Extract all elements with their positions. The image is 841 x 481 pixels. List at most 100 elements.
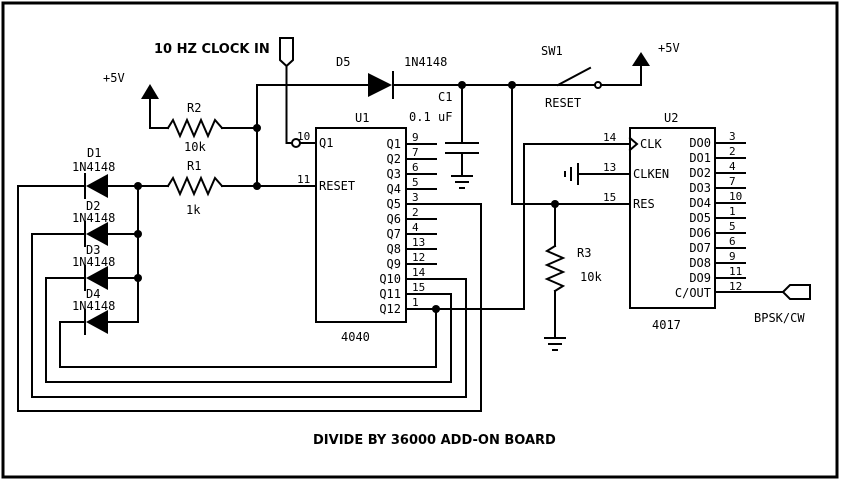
u2-pin-number-res: 15: [603, 191, 616, 204]
u2-pin-number-do0: 3: [729, 130, 736, 143]
u1-pin-number-q9: 12: [412, 251, 425, 264]
u1-part: 4040: [341, 330, 370, 344]
junction-r1: [253, 182, 261, 190]
u1-pin-name-q1: Q1: [387, 137, 401, 151]
wire-q10-d2: [31, 233, 467, 398]
c1-value-number: 0.1: [409, 110, 431, 124]
u1-pin-name-q11: Q11: [379, 287, 401, 301]
r1-value: 1k: [186, 203, 201, 217]
resistor-r2: [166, 117, 258, 139]
u2-pin-number-do3: 7: [729, 175, 736, 188]
u2-pin-number-c-out: 12: [729, 280, 742, 293]
u2-pin-name-c-out: C/OUT: [675, 286, 711, 300]
u1-pin-name-q2: Q2: [387, 152, 401, 166]
wire-q12-d4: [59, 308, 437, 368]
diode-d5: [368, 71, 621, 99]
d2-ref: D2: [86, 199, 100, 213]
u2-pin-name-do9: DO9: [689, 271, 711, 285]
u1-pin-name-q1: Q1: [319, 136, 333, 150]
u2-pin-number-do5: 1: [729, 205, 736, 218]
d5-part: 1N4148: [404, 55, 447, 69]
u1-pin-name-q10: Q10: [379, 272, 401, 286]
u2-pin-name-do7: DO7: [689, 241, 711, 255]
r3-value: 10k: [580, 270, 602, 284]
clock-input-label: 10 HZ CLOCK IN: [154, 42, 270, 57]
r1-ref: R1: [187, 159, 201, 173]
u1-pin-name-q8: Q8: [387, 242, 401, 256]
u2-pin-name-clken: CLKEN: [633, 167, 669, 181]
c1-value-unit: uF: [438, 110, 452, 124]
resistor-r3: [544, 203, 566, 351]
clk-edge-marker: [628, 136, 639, 152]
u1-pin-number-q5: 3: [412, 191, 419, 204]
u2-pin-name-do5: DO5: [689, 211, 711, 225]
u2-pin-number-do1: 2: [729, 145, 736, 158]
sw1-label: RESET: [545, 96, 581, 110]
diagram-title: DIVIDE BY 36000 ADD-ON BOARD: [313, 433, 556, 448]
junction-r2: [253, 124, 261, 132]
r2-ref: R2: [187, 101, 201, 115]
u1-pin-number-q3: 6: [412, 161, 419, 174]
c1-ref: C1: [438, 90, 452, 104]
u2-pin-number-do8: 9: [729, 250, 736, 263]
u2-pin-number-do2: 4: [729, 160, 736, 173]
u1-pin-name-q3: Q3: [387, 167, 401, 181]
r2-value: 10k: [184, 140, 206, 154]
u2-pin-number-do6: 5: [729, 220, 736, 233]
diode-d4: [59, 309, 139, 335]
d1-part: 1N4148: [72, 160, 115, 174]
u1-pin-name-q12: Q12: [379, 302, 401, 316]
d4-part: 1N4148: [72, 299, 115, 313]
u1-pin-number-q1: 10: [297, 130, 310, 143]
u1-pin-number-q7: 4: [412, 221, 419, 234]
supply-left-label: +5V: [103, 71, 125, 85]
u1-pin-name-q9: Q9: [387, 257, 401, 271]
supply-left-arrow: [141, 84, 159, 99]
u2-pin-name-do0: DO0: [689, 136, 711, 150]
u2-pin-number-do9: 11: [729, 265, 742, 278]
u1-ref: U1: [355, 111, 369, 125]
d2-part: 1N4148: [72, 211, 115, 225]
sw1-ref: SW1: [541, 44, 563, 58]
u2-pin-name-do6: DO6: [689, 226, 711, 240]
ic-u1: [315, 127, 407, 323]
d5-ref: D5: [336, 55, 350, 69]
ic-u2: [629, 127, 716, 309]
u2-pin-number-clk: 14: [603, 131, 617, 144]
u2-pin-name-clk: CLK: [640, 137, 662, 151]
u2-ref: U2: [664, 111, 678, 125]
output-label: BPSK/CW: [754, 311, 805, 325]
u1-pin-number-q6: 2: [412, 206, 419, 219]
u2-pin-name-do3: DO3: [689, 181, 711, 195]
diode-d1: [17, 173, 139, 199]
u1-pin-number-q10: 14: [412, 266, 426, 279]
r3-ref: R3: [577, 246, 591, 260]
u2-pin-name-do4: DO4: [689, 196, 711, 210]
d3-part: 1N4148: [72, 255, 115, 269]
u2-pin-name-do2: DO2: [689, 166, 711, 180]
u1-pin-number-q12: 1: [412, 296, 419, 309]
clken-ground: [564, 163, 631, 185]
u1-pin-number-q8: 13: [412, 236, 425, 249]
u2-pin-name-do8: DO8: [689, 256, 711, 270]
wire-q5-d1: [17, 185, 482, 412]
u2-pin-number-do7: 6: [729, 235, 736, 248]
u1-pin-number-reset: 11: [297, 173, 310, 186]
switch-sw1: [511, 52, 650, 89]
d1-ref: D1: [87, 146, 101, 160]
d3-ref: D3: [86, 243, 100, 257]
u2-pin-number-do4: 10: [729, 190, 742, 203]
capacitor-c1: [445, 84, 479, 189]
diode-d3: [45, 265, 139, 291]
u1-pin-name-reset: RESET: [319, 179, 355, 193]
junction-c1: [458, 81, 466, 89]
u1-pin-number-q1: 9: [412, 131, 419, 144]
wire-q12-clk: [405, 143, 631, 310]
u1-pin-number-q11: 15: [412, 281, 425, 294]
